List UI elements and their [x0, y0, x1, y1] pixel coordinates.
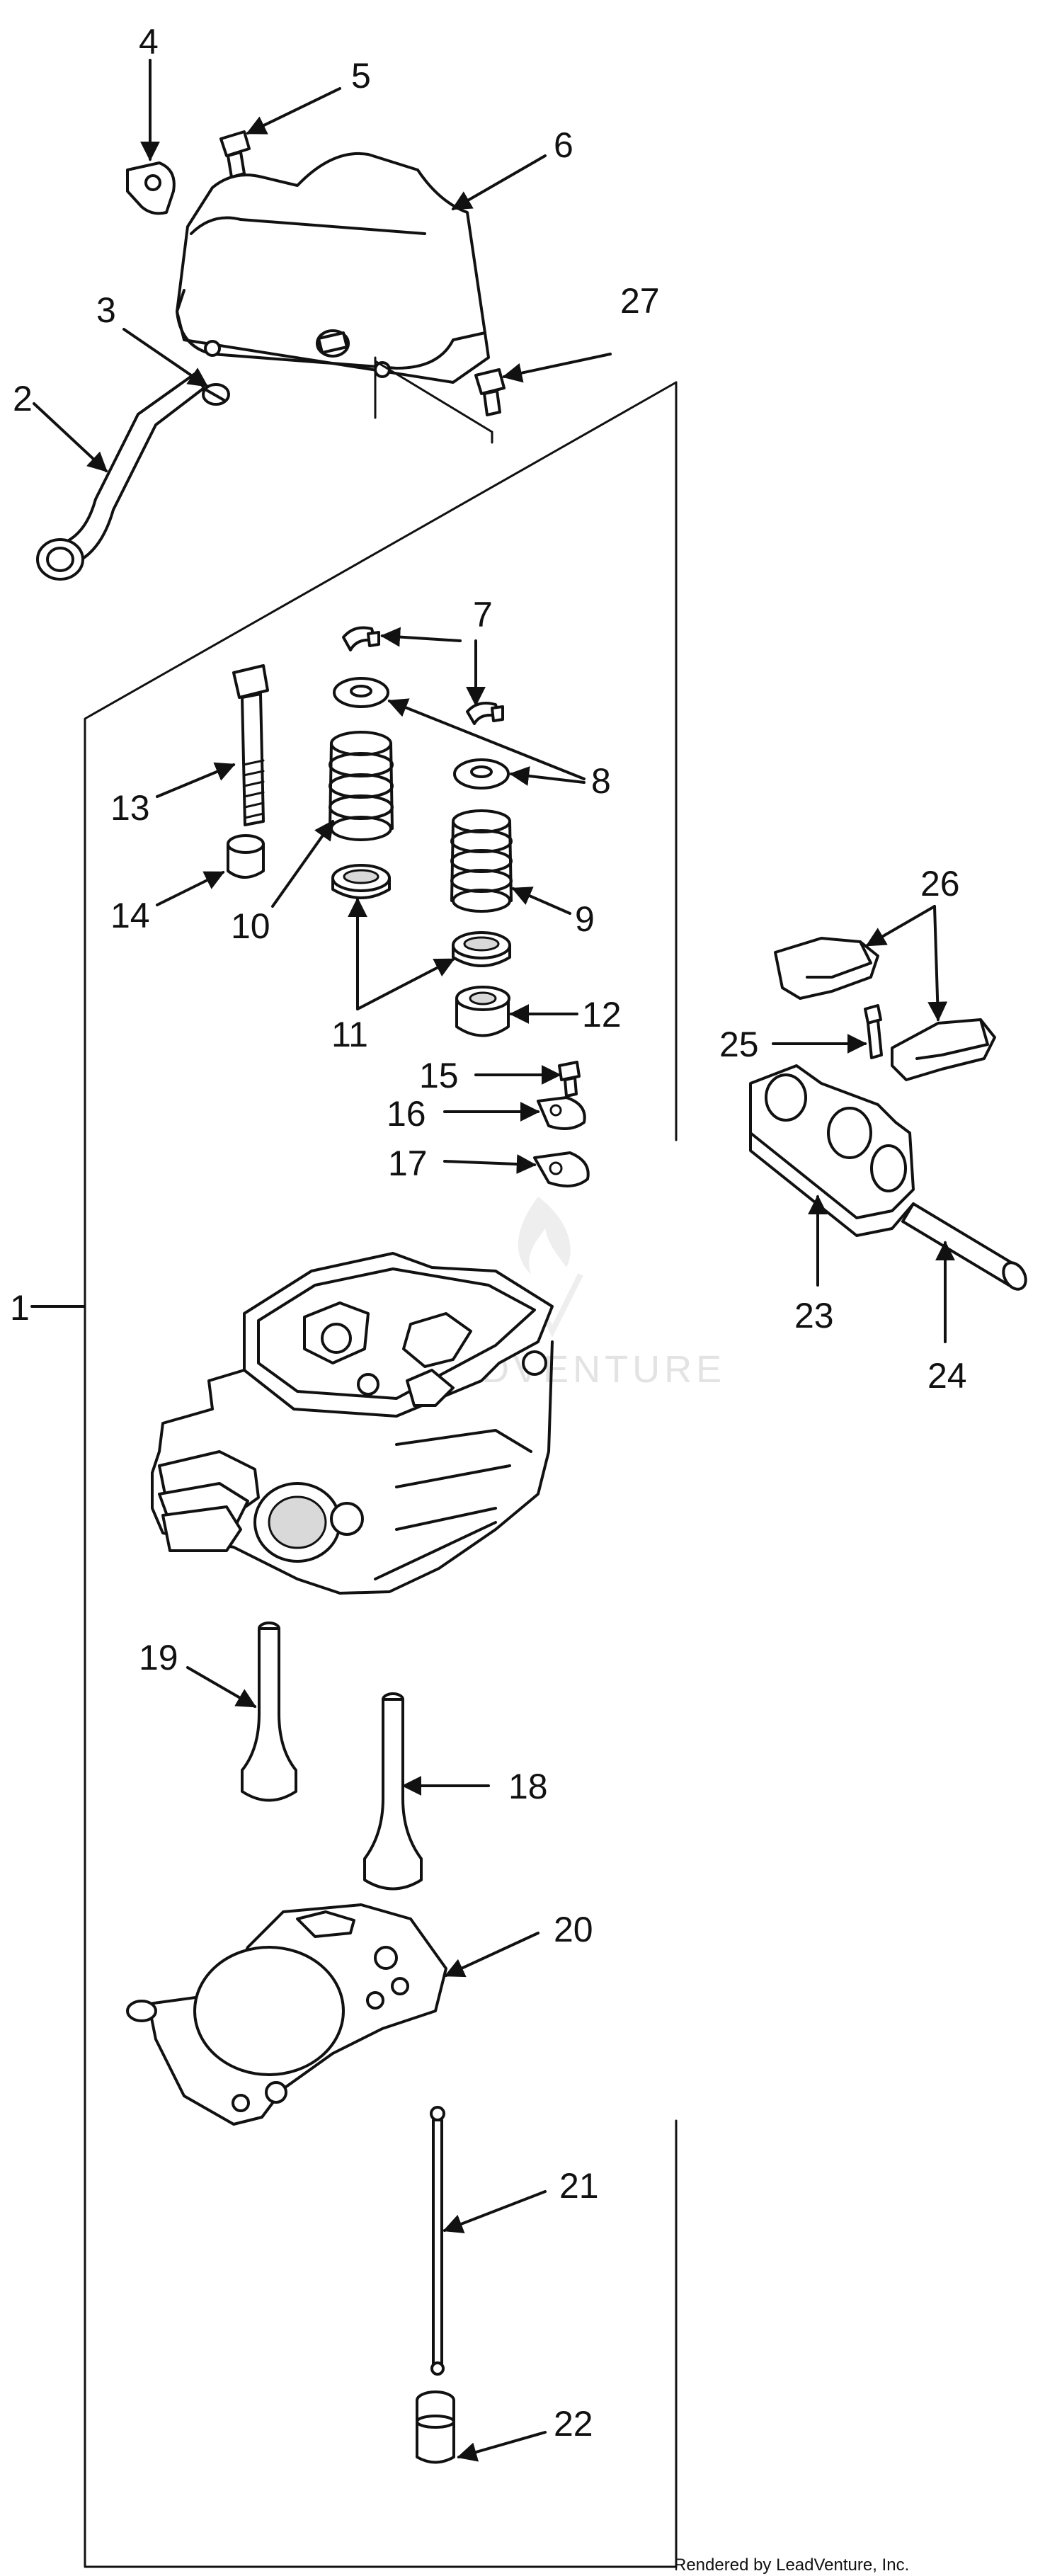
leader-22	[457, 2431, 547, 2462]
callout-3: 3	[96, 290, 116, 330]
callout-10: 10	[231, 906, 270, 946]
rocker-shaft	[901, 1202, 1027, 1291]
leader-8a	[387, 698, 586, 780]
callout-26: 26	[920, 864, 960, 904]
cylinder-head	[151, 1252, 554, 1595]
valve-stem-seal	[455, 986, 510, 1037]
breather-hose	[36, 372, 205, 581]
callout-7: 7	[473, 595, 493, 634]
rocker-arm-2	[891, 1018, 996, 1081]
lock-plate-17	[533, 1151, 590, 1187]
valve-keeper-upper	[342, 626, 380, 651]
breather-bracket	[126, 161, 176, 215]
callout-2: 2	[13, 379, 33, 418]
callout-1: 1	[10, 1288, 30, 1328]
bolt-spacer	[227, 834, 265, 879]
callout-21: 21	[559, 2166, 599, 2206]
leader-21	[442, 2190, 547, 2233]
valve-spring-2	[450, 809, 513, 913]
leader-11b	[356, 958, 455, 1010]
callout-24: 24	[927, 1356, 967, 1396]
callout-13: 13	[110, 788, 150, 828]
callout-17: 17	[388, 1144, 428, 1183]
hose-clamp	[202, 383, 230, 406]
leader-10	[271, 819, 334, 908]
exhaust-valve	[241, 1622, 297, 1802]
leader-8b	[509, 766, 586, 786]
callout-6: 6	[554, 125, 573, 165]
leader-2	[33, 402, 108, 472]
callout-18: 18	[508, 1767, 548, 1806]
head-bolt	[232, 664, 269, 826]
leader-13	[156, 762, 236, 798]
callout-22: 22	[554, 2404, 593, 2444]
rocker-bolt	[864, 1004, 883, 1059]
callout-16: 16	[387, 1094, 426, 1134]
push-rod	[430, 2106, 445, 2376]
render-credit: Rendered by LeadVenture, Inc.	[674, 2555, 909, 2575]
leader-26a	[865, 905, 936, 947]
spring-seat-2	[452, 931, 511, 967]
leader-19	[186, 1666, 257, 1708]
callout-5: 5	[351, 56, 371, 96]
lock-plate-16	[537, 1096, 586, 1130]
callout-20: 20	[554, 1910, 593, 1949]
callout-12: 12	[582, 995, 622, 1035]
rocker-bracket	[749, 1064, 915, 1237]
leader-7a	[380, 627, 462, 647]
leader-lines	[30, 59, 955, 2462]
intake-valve	[363, 1692, 423, 1891]
spring-retainer-1	[333, 677, 389, 708]
small-screw	[558, 1061, 581, 1098]
valve-keeper-lower	[466, 702, 504, 725]
cover-bolt	[219, 130, 251, 178]
leader-27	[502, 353, 612, 383]
rocker-arm-1	[774, 937, 879, 1000]
callout-4: 4	[139, 22, 159, 62]
leader-5	[246, 87, 341, 135]
tappet	[416, 2390, 455, 2464]
leader-14	[156, 871, 225, 906]
cover-bolt-2	[474, 368, 506, 416]
callout-14: 14	[110, 896, 150, 935]
callout-11: 11	[331, 1015, 368, 1054]
spring-retainer-2	[453, 758, 510, 790]
leader-17	[443, 1154, 537, 1174]
spring-seat-1	[331, 864, 391, 899]
callout-9: 9	[575, 899, 595, 939]
callout-27: 27	[620, 281, 660, 321]
callout-8: 8	[591, 761, 611, 801]
leader-6	[451, 154, 547, 210]
leader-3	[122, 328, 209, 387]
valve-cover	[176, 152, 493, 444]
callout-15: 15	[419, 1056, 459, 1095]
leader-9	[511, 887, 571, 915]
head-gasket	[126, 1903, 447, 2126]
leader-20	[444, 1932, 539, 1978]
callout-25: 25	[719, 1025, 759, 1064]
callout-19: 19	[139, 1638, 178, 1677]
assembly-bracket	[84, 381, 678, 2568]
leader-26b	[927, 905, 948, 1022]
callout-labels: 1 2 3 4 5 6 7 8 9 10 11 12 13 14 15 16 1…	[10, 22, 967, 2444]
valve-spring-1	[329, 731, 394, 841]
callout-23: 23	[794, 1296, 834, 1335]
